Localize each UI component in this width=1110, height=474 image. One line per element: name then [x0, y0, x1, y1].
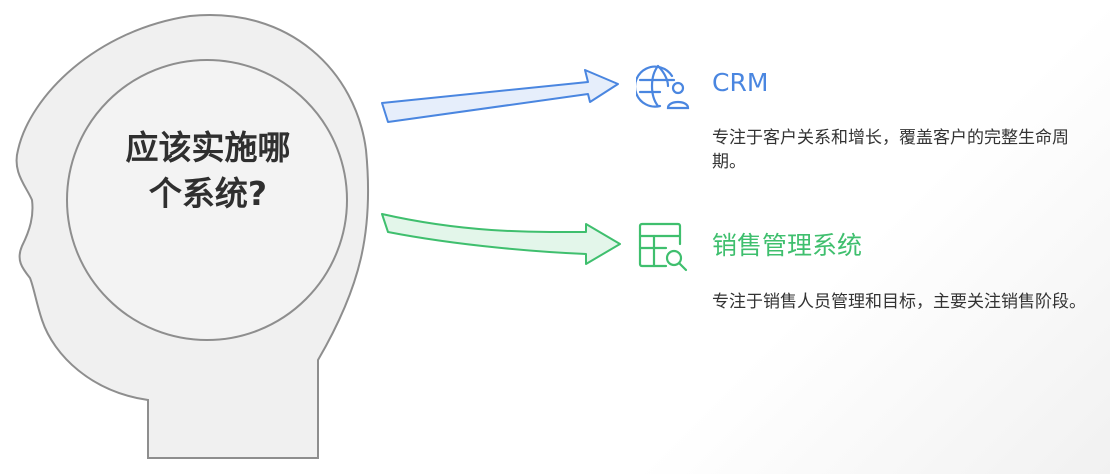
- globe-user-icon: [633, 62, 690, 116]
- sales-description: 专注于销售人员管理和目标，主要关注销售阶段。: [712, 292, 1086, 312]
- arrow-to-sales: [381, 213, 621, 265]
- central-question: 应该实施哪 个系统?: [88, 125, 328, 217]
- arrow-to-crm: [381, 69, 619, 123]
- question-line-2: 个系统?: [148, 174, 268, 213]
- sales-title: 销售管理系统: [712, 231, 863, 260]
- crm-description: 专注于客户关系和增长，覆盖客户的完整生命周期。: [712, 128, 1069, 172]
- crm-title: CRM: [712, 68, 769, 97]
- question-circle: [66, 59, 348, 341]
- table-search-icon: [636, 220, 690, 276]
- question-line-1: 应该实施哪: [125, 128, 291, 167]
